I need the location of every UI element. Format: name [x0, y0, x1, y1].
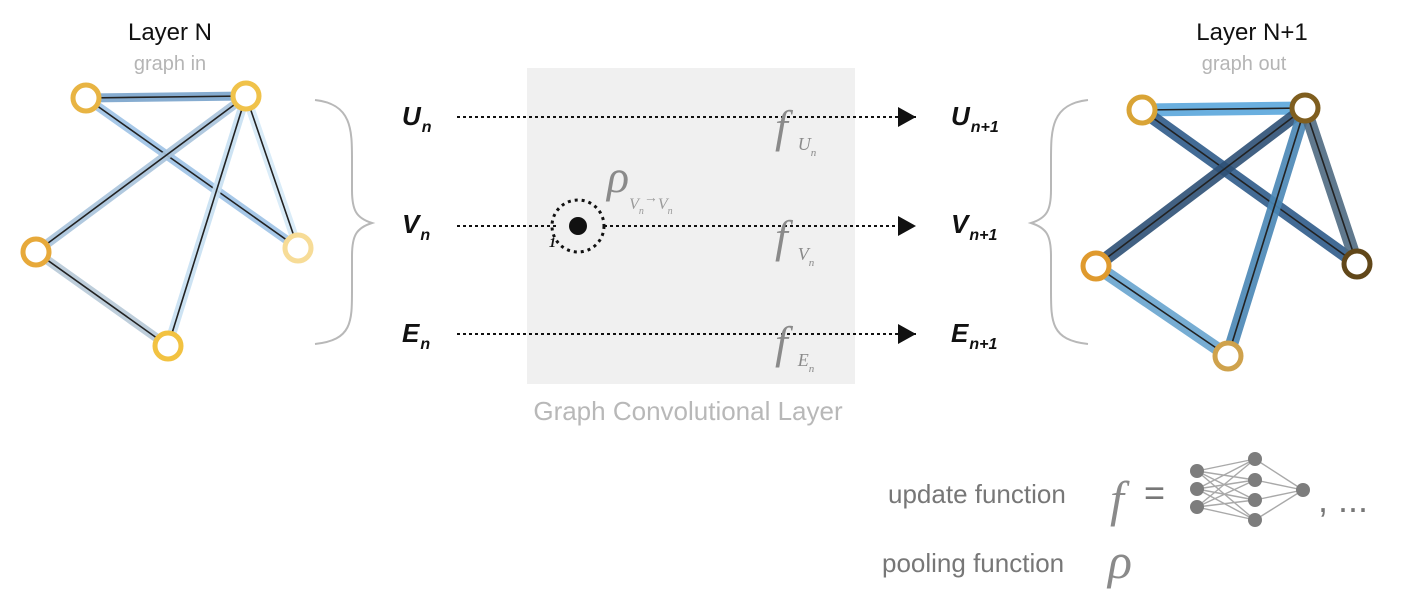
nn-neuron [1248, 473, 1262, 487]
legend-ellipsis: , ... [1318, 479, 1368, 520]
nn-neuron [1190, 464, 1204, 478]
graph-in-edge-core [35, 251, 169, 347]
graph-in-edge-core [167, 95, 247, 347]
graph-in-edge-core [245, 95, 299, 249]
graph-out-edge-core [1141, 109, 1358, 265]
nn-connection [1196, 506, 1256, 521]
nn-connection [1196, 470, 1256, 521]
legend-pooling-symbol: ρ [1106, 533, 1132, 589]
nn-connection [1196, 499, 1256, 508]
nn-connection [1254, 479, 1304, 491]
var-e-in: En [402, 318, 430, 353]
pooling-node: 1 [549, 198, 606, 254]
graph-out-title: Layer N+1 [1196, 19, 1307, 46]
nn-connection [1196, 458, 1256, 472]
graph-out-edge-core [1304, 107, 1358, 265]
conv-layer-label: Graph Convolutional Layer [533, 396, 843, 426]
graph-out-edge-core [1141, 107, 1306, 111]
nn-neuron [1296, 483, 1310, 497]
legend-pooling-label: pooling function [882, 548, 1064, 578]
graph-in-node [230, 80, 262, 112]
graph-in-node [152, 330, 184, 362]
left-brace [314, 99, 376, 345]
graph-out-node [1212, 340, 1244, 372]
graph-in-node [70, 82, 102, 114]
graph-in-title: Layer N [128, 19, 212, 46]
graph-out-edge-core [1095, 265, 1229, 357]
graph-out-node [1126, 94, 1158, 126]
graph-out-edges [1089, 101, 1364, 363]
nn-connection [1196, 470, 1256, 501]
graph-in-node [282, 232, 314, 264]
nn-connection [1254, 489, 1304, 521]
pooling-loop [550, 198, 606, 254]
var-v-in: Vn [402, 209, 430, 244]
graph-in-edge-core [85, 95, 247, 99]
graph-in-node [20, 236, 52, 268]
nn-neuron [1248, 513, 1262, 527]
legend-update-label: update function [888, 479, 1066, 509]
nn-connection [1196, 488, 1256, 501]
nn-neuron [1248, 493, 1262, 507]
nn-connection [1196, 458, 1256, 508]
graph-out-nodes [1080, 92, 1373, 372]
nn-neuron [1190, 500, 1204, 514]
graph-out-edge-core [1227, 107, 1306, 357]
graph-in-edge-core [35, 95, 247, 253]
graph-in: Layer N graph in [20, 19, 314, 362]
graph-out-edge-core [1095, 107, 1306, 267]
nn-neuron [1190, 482, 1204, 496]
legend-update-symbol: f [1110, 471, 1130, 527]
nn-connection [1196, 479, 1256, 508]
nn-connection [1196, 488, 1256, 521]
graph-out-node [1080, 250, 1112, 282]
var-e-out: En+1 [951, 318, 997, 353]
legend-equals: = [1144, 472, 1165, 513]
graph-out-node [1341, 248, 1373, 280]
graph-in-edge-core [85, 97, 299, 249]
graph-in-nodes [20, 80, 314, 362]
graph-in-subtitle: graph in [134, 53, 206, 75]
nn-connection [1254, 489, 1304, 501]
var-v-out: Vn+1 [951, 209, 997, 244]
nn-connection [1254, 458, 1304, 491]
graph-out: Layer N+1 graph out [1080, 19, 1373, 372]
legend: update function f = , ... pooling functi… [882, 452, 1368, 589]
right-brace [1027, 99, 1089, 345]
pooling-loop-label: 1 [549, 236, 556, 251]
graph-in-edges [31, 91, 303, 351]
nn-connection [1196, 479, 1256, 490]
nn-neuron [1248, 452, 1262, 466]
var-u-out: Un+1 [951, 101, 999, 136]
nn-connection [1196, 458, 1256, 490]
pooling-dot [569, 217, 587, 235]
var-u-in: Un [402, 101, 432, 136]
nn-connection [1196, 470, 1256, 481]
graph-out-subtitle: graph out [1202, 53, 1287, 75]
pooling-symbol: ρVn→Vn [605, 151, 673, 217]
neural-network-icon [1190, 452, 1310, 527]
graph-out-node [1289, 92, 1321, 124]
